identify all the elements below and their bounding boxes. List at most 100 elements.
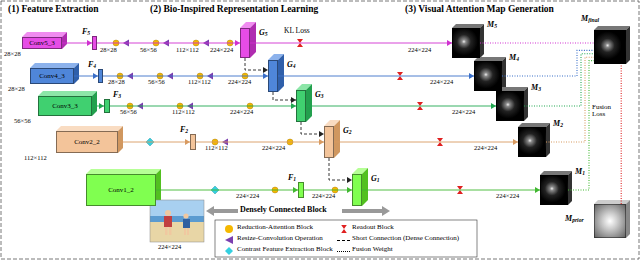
dimension-label: 112×112 [24, 155, 47, 162]
section-heading: (3) Visual Attention Map Generation [405, 5, 554, 15]
attention-map: M3 [496, 91, 524, 121]
connector [103, 76, 268, 77]
connector [118, 142, 190, 143]
subscript: 3 [321, 93, 324, 99]
block-label: G2 [343, 127, 352, 135]
legend-text: Readout Block [352, 224, 394, 231]
block-name: Conv3_3 [52, 102, 78, 110]
connector [301, 122, 324, 134]
subscript: 3 [118, 93, 121, 99]
dimension-label: 56×56 [120, 109, 137, 116]
subscript: prior [572, 217, 584, 223]
connector [74, 76, 98, 77]
dimension-label: 224×224 [496, 193, 519, 200]
dimension-label: 224×224 [210, 47, 233, 54]
feature-slab: F5 [92, 36, 97, 50]
legend-text: Contrast Feature Extraction Block [237, 246, 333, 253]
dimension-label: 224×224 [236, 193, 259, 200]
subscript: final [588, 17, 599, 23]
line-sample [337, 251, 350, 252]
connector [156, 190, 298, 191]
block-name: Conv1_2 [108, 186, 134, 194]
subscript: 1 [582, 170, 585, 176]
feature-slab: G5 [240, 28, 250, 58]
dimension-label: 224×224 [408, 47, 431, 54]
attention-map: M1 [540, 175, 568, 205]
dimension-label: 28×28 [108, 79, 125, 86]
dimension-label: 56×56 [140, 47, 157, 54]
line-sample [337, 240, 350, 241]
block-label: Mfinal [581, 15, 599, 23]
legend-text: Fusion Weight [352, 246, 393, 253]
legend-swatch [225, 225, 233, 233]
section-heading: (2) Bio-Inspired Representation Learning [150, 5, 318, 15]
connector [362, 190, 540, 191]
connector [329, 158, 352, 180]
feature-slab: F4 [98, 69, 103, 83]
block-label: M4 [509, 54, 519, 62]
note-label: Densely Connected Block [240, 206, 327, 214]
attention-map: M2 [518, 127, 546, 157]
connector [334, 142, 518, 143]
connector [250, 43, 452, 44]
legend-swatch [340, 225, 348, 233]
block-label: M5 [487, 21, 497, 29]
subscript: 4 [293, 63, 296, 69]
note-label: Fusion Loss [592, 104, 616, 119]
block-name: Conv4_3 [39, 72, 65, 80]
block-label: F1 [288, 174, 296, 182]
feature-slab: G4 [268, 60, 278, 92]
dimension-label: 112×112 [172, 109, 195, 116]
connector [568, 61, 594, 190]
subscript: 3 [538, 86, 541, 92]
legend-text: Resize-Convolution Operation [237, 235, 323, 242]
connector [245, 58, 268, 70]
block-label: F2 [180, 126, 188, 134]
subscript: 4 [516, 56, 519, 62]
block-label: F4 [88, 61, 96, 69]
conv-block: Conv3_3 [38, 96, 92, 116]
legend-swatch [225, 236, 233, 244]
connector [480, 42, 594, 43]
feature-slab: F3 [104, 99, 110, 113]
attention-map: M5 [452, 28, 480, 58]
dimension-label: 224×224 [312, 193, 335, 200]
conv-block: Conv1_2 [86, 174, 156, 206]
dimension-label: 112×112 [188, 79, 211, 86]
dimension-label: 112×112 [205, 145, 228, 152]
connector [306, 106, 496, 107]
subscript: 2 [349, 129, 352, 135]
block-label: M3 [531, 84, 541, 92]
dimension-label: 28×28 [4, 51, 21, 58]
subscript: 5 [494, 23, 497, 29]
conv-block: Conv4_3 [30, 68, 74, 84]
feature-slab: G1 [352, 174, 362, 206]
dimension-label: 224×224 [230, 109, 253, 116]
block-label: M2 [553, 120, 563, 128]
dimension-label: 224×224 [158, 244, 181, 251]
block-label: F3 [113, 91, 121, 99]
connector [524, 54, 594, 106]
feature-slab: G2 [324, 126, 334, 158]
dimension-label: 224×224 [228, 79, 251, 86]
subscript: 1 [377, 177, 380, 183]
dimension-label: 224×224 [262, 145, 285, 152]
block-label: M1 [575, 168, 585, 176]
subscript: 2 [560, 122, 563, 128]
legend-text: Reduction-Attention Block [237, 224, 313, 231]
connector [110, 106, 296, 107]
dimension-label: 28×28 [100, 47, 117, 54]
feature-slab: F1 [298, 182, 304, 198]
feature-slab: F2 [190, 134, 196, 150]
connector [62, 43, 92, 44]
connector [196, 142, 324, 143]
subscript: 4 [93, 63, 96, 69]
connector [97, 43, 240, 44]
dimension-label: 224×224 [452, 109, 475, 116]
conv-block: Conv5_3 [22, 37, 62, 49]
attention-map: Mfinal [594, 30, 626, 64]
subscript: 5 [87, 30, 90, 36]
block-label: Mprior [565, 215, 584, 223]
dimension-label: 112×112 [176, 47, 199, 54]
dimension-label: 56×56 [14, 118, 31, 125]
